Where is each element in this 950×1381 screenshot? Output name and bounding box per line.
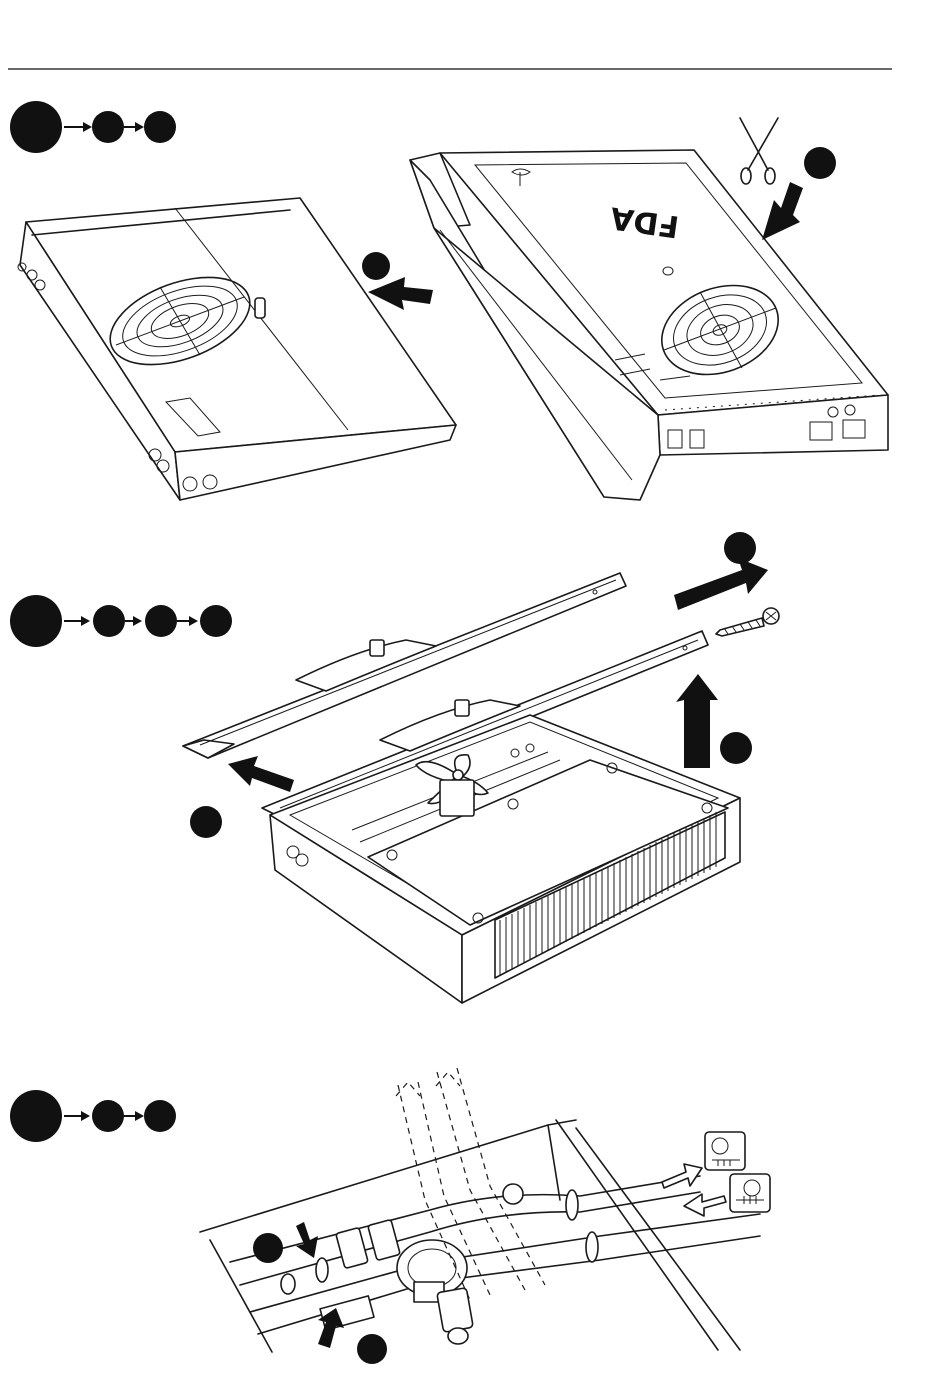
heater-housing xyxy=(270,715,740,1003)
step-3-indicator xyxy=(10,1090,176,1142)
step-1-cut-arrow xyxy=(762,147,836,240)
water-outlet-icon xyxy=(705,1132,745,1170)
heater-unit xyxy=(18,198,456,500)
step-1-indicator xyxy=(10,101,176,153)
carton: FDA xyxy=(410,150,888,500)
valve-connection-detail xyxy=(200,1068,760,1352)
flow-arrows xyxy=(662,1164,726,1216)
scissors-icon xyxy=(740,118,778,184)
step-2-indicator xyxy=(10,595,232,647)
step-1-slide-arrow xyxy=(362,252,433,310)
screw-icon xyxy=(716,608,779,636)
water-inlet-icon xyxy=(730,1174,770,1212)
